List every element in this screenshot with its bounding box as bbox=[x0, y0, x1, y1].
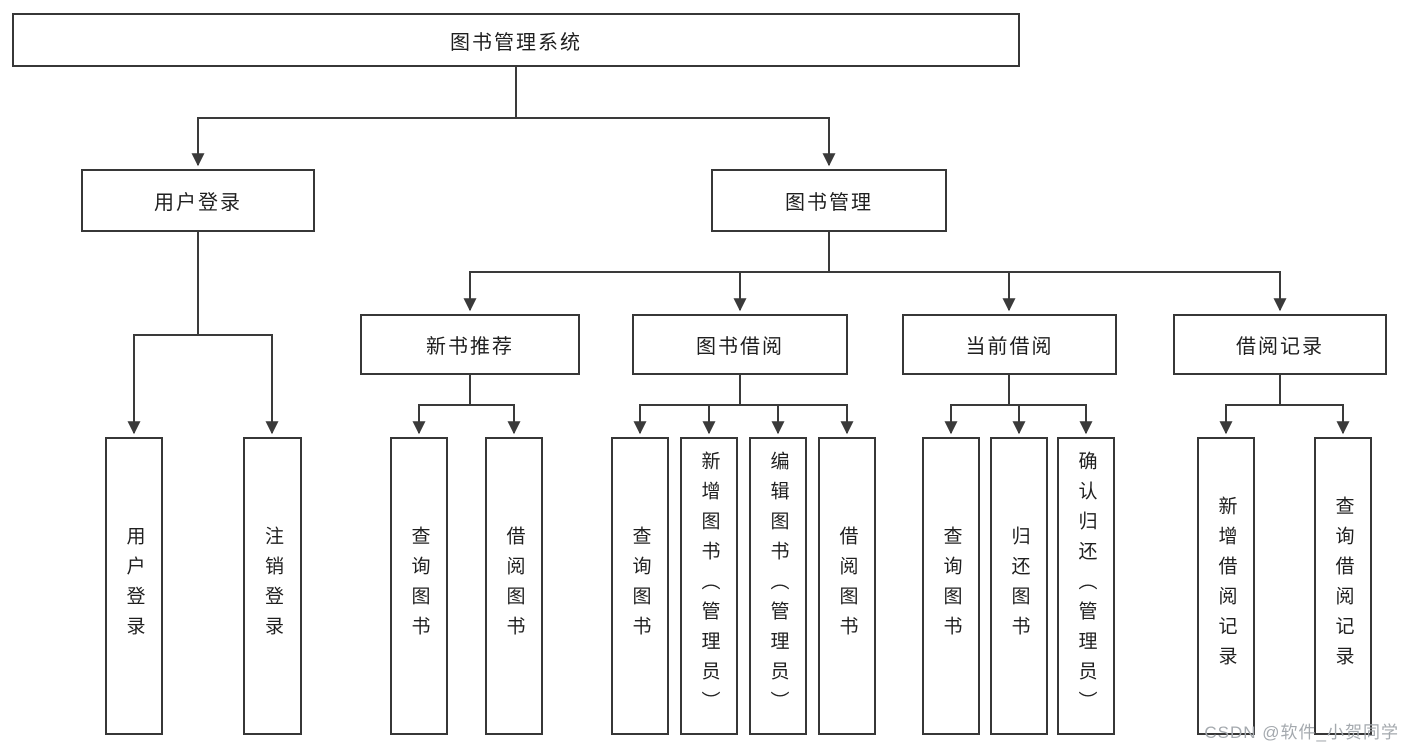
node-user-login-group: 用户登录 bbox=[81, 169, 315, 232]
node-query-books-recommend: 查询图书 bbox=[390, 437, 448, 735]
node-borrow-book-recommend: 借阅图书 bbox=[485, 437, 543, 735]
node-add-borrow-record: 新增借阅记录 bbox=[1197, 437, 1255, 735]
node-label: 新书推荐 bbox=[426, 336, 514, 358]
node-logout: 注销登录 bbox=[243, 437, 302, 735]
node-library-management-system: 图书管理系统 bbox=[12, 13, 1020, 67]
node-return-book: 归还图书 bbox=[990, 437, 1048, 735]
node-label: 当前借阅 bbox=[965, 336, 1054, 358]
wire-user-login-split bbox=[133, 232, 273, 336]
node-book-borrow: 图书借阅 bbox=[632, 314, 848, 375]
node-query-books-borrow: 查询图书 bbox=[611, 437, 669, 735]
node-book-management: 图书管理 bbox=[711, 169, 947, 232]
node-label: 查询图书 bbox=[408, 526, 430, 646]
node-label: 归还图书 bbox=[1008, 526, 1030, 646]
node-borrow-records: 借阅记录 bbox=[1173, 314, 1387, 375]
node-user-login-leaf: 用户登录 bbox=[105, 437, 163, 735]
node-add-book-admin: 新增图书（管理员） bbox=[680, 437, 738, 735]
node-label: 借阅记录 bbox=[1236, 336, 1324, 358]
node-label: 新增借阅记录 bbox=[1215, 496, 1237, 676]
node-label: 借阅图书 bbox=[503, 526, 525, 646]
wire-book-borrow-split bbox=[639, 375, 848, 406]
node-label: 图书管理系统 bbox=[450, 31, 582, 54]
node-label: 用户登录 bbox=[123, 526, 145, 646]
node-query-books-current: 查询图书 bbox=[922, 437, 980, 735]
node-label: 查询借阅记录 bbox=[1332, 496, 1354, 676]
wire-root-split bbox=[197, 67, 830, 119]
node-new-book-recommend: 新书推荐 bbox=[360, 314, 580, 375]
csdn-watermark: CSDN @软件_小贺同学 bbox=[1204, 723, 1399, 742]
node-current-borrow: 当前借阅 bbox=[902, 314, 1117, 375]
node-confirm-return-admin: 确认归还（管理员） bbox=[1057, 437, 1115, 735]
node-label: 图书借阅 bbox=[696, 336, 784, 358]
node-edit-book-admin: 编辑图书（管理员） bbox=[749, 437, 807, 735]
node-label: 用户登录 bbox=[154, 192, 242, 214]
node-label: 注销登录 bbox=[262, 526, 283, 646]
node-borrow-book: 借阅图书 bbox=[818, 437, 876, 735]
node-label: 新增图书（管理员） bbox=[698, 451, 720, 721]
node-label: 图书管理 bbox=[785, 192, 873, 214]
wire-borrow-records-split bbox=[1225, 375, 1344, 406]
node-label: 编辑图书（管理员） bbox=[767, 451, 789, 721]
node-label: 确认归还（管理员） bbox=[1075, 451, 1097, 721]
node-query-borrow-record: 查询借阅记录 bbox=[1314, 437, 1372, 735]
wire-book-management-split bbox=[469, 232, 1281, 273]
wire-new-book-recommend-split bbox=[418, 375, 515, 406]
node-label: 借阅图书 bbox=[836, 526, 858, 646]
wire-current-borrow-split bbox=[950, 375, 1087, 406]
node-label: 查询图书 bbox=[940, 526, 962, 646]
node-label: 查询图书 bbox=[629, 526, 651, 646]
